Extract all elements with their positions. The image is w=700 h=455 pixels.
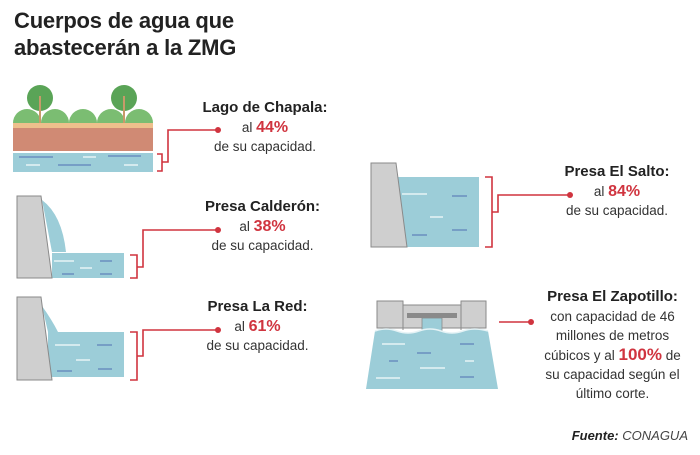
body-suffix: de su capacidad.: [206, 338, 309, 353]
reservoir-water: [366, 329, 498, 389]
body-calderon: Presa Calderón: al 38% de su capacidad.: [195, 197, 330, 255]
source-credit: Fuente: CONAGUA: [572, 428, 688, 443]
connector-dot: [567, 192, 573, 198]
body-name: Presa Calderón:: [204, 198, 321, 215]
body-percent: 100%: [618, 345, 662, 364]
body-name: Presa El Salto:: [564, 163, 670, 180]
body-name: Presa La Red:: [207, 298, 308, 315]
body-percent: 84%: [608, 183, 641, 200]
body-prefix: al: [241, 120, 253, 135]
body-el-zapotillo: Presa El Zapotillo: con capacidad de 46 …: [530, 287, 695, 403]
source-label: Fuente:: [571, 428, 619, 443]
body-suffix: de su capacidad.: [565, 203, 669, 218]
connector-la-red: [130, 329, 218, 381]
body-la-red: Presa La Red: al 61% de su capacidad.: [190, 297, 325, 355]
source-value: CONAGUA: [622, 428, 688, 443]
connector-dot: [215, 227, 221, 233]
connector-dot: [528, 319, 534, 325]
connector-el-salto: [485, 176, 570, 248]
connector-calderon: [130, 229, 218, 279]
body-percent: 44%: [256, 119, 289, 136]
body-suffix: de su capacidad.: [211, 238, 314, 253]
connectors: [130, 129, 570, 381]
body-desc-line: su capacidad según el: [545, 367, 680, 382]
dam-el-zapotillo-illustration: [366, 300, 498, 389]
dam-wall: [16, 296, 53, 381]
body-suffix: de su capacidad.: [213, 139, 317, 154]
body-prefix: al: [234, 319, 245, 334]
body-name: Presa El Zapotillo:: [547, 288, 678, 305]
page-title: Cuerpos de agua que abastecerán a la ZMG: [14, 7, 236, 61]
connector-dot: [215, 127, 221, 133]
dam-la-red-illustration: [16, 296, 124, 381]
body-name: Lago de Chapala:: [202, 99, 328, 116]
dam-calderon-illustration: [16, 195, 124, 279]
connector-dot: [215, 327, 221, 333]
body-desc-line: millones de metros: [555, 328, 670, 343]
body-desc-line: de: [665, 348, 681, 363]
lake-illustration: [13, 85, 153, 172]
body-el-salto: Presa El Salto: al 84% de su capacidad.: [552, 162, 682, 220]
dam-wall: [16, 195, 53, 279]
body-desc-line: con capacidad de 46: [550, 309, 675, 324]
reservoir-water: [397, 177, 479, 247]
body-desc-line: cúbicos y al: [544, 348, 615, 363]
dam-el-salto-illustration: [370, 162, 479, 248]
body-prefix: al: [239, 219, 250, 234]
dam-wall: [370, 162, 408, 248]
body-chapala: Lago de Chapala: al 44% de su capacidad.: [195, 98, 335, 156]
body-desc-line: último corte.: [575, 386, 650, 401]
connector-chapala: [157, 129, 218, 172]
body-prefix: al: [593, 184, 605, 199]
title-line-2: abastecerán a la ZMG: [14, 35, 237, 60]
body-percent: 61%: [248, 318, 281, 335]
body-percent: 38%: [253, 218, 286, 235]
title-line-1: Cuerpos de agua que: [14, 8, 234, 33]
